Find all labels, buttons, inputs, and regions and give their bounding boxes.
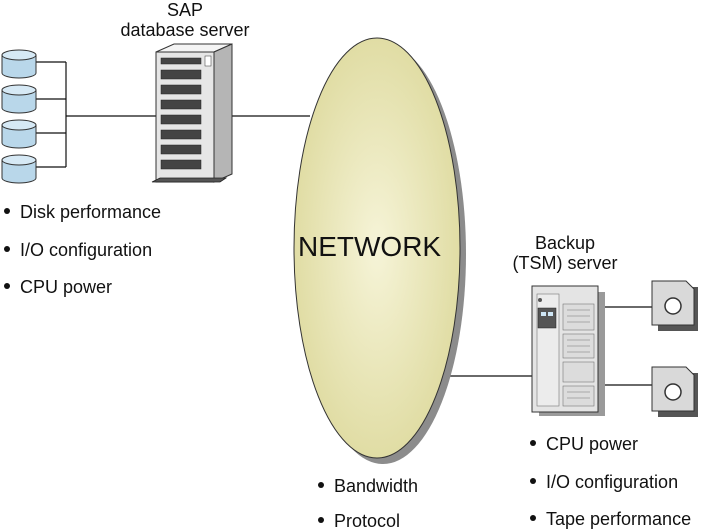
backup-bullet-2: I/O configuration: [530, 472, 678, 492]
bullet-icon: [318, 517, 324, 524]
sap-server-title-line2: database server: [120, 20, 250, 40]
disk-icon: [1, 154, 37, 184]
connection-lines: [36, 61, 655, 386]
network-bullet-1: Bandwidth: [318, 476, 418, 496]
bullet-icon: [530, 478, 536, 485]
bullet-icon: [4, 283, 10, 290]
backup-bullet-text: Tape performance: [546, 509, 692, 529]
tape-drive-icon: [651, 280, 698, 331]
disk-icon: [1, 119, 37, 149]
bullet-icon: [318, 482, 324, 489]
disk-stack: [1, 49, 37, 184]
bullet-icon: [4, 246, 10, 253]
network-cloud: [293, 37, 466, 464]
backup-bullet-1: CPU power: [530, 434, 638, 454]
backup-bullet-text: I/O configuration: [546, 472, 679, 492]
sap-bullet-text: Disk performance: [20, 202, 162, 222]
bullet-icon: [530, 515, 536, 522]
network-label: NETWORK: [298, 231, 442, 262]
sap-bullet-1: Disk performance: [4, 202, 161, 222]
network-bullet-text: Protocol: [334, 511, 401, 531]
sap-bullet-text: CPU power: [20, 277, 113, 297]
backup-server-title-line2: (TSM) server: [512, 253, 618, 273]
backup-server-icon: [531, 285, 605, 416]
backup-bullet-text: CPU power: [546, 434, 639, 454]
bullet-icon: [4, 208, 10, 215]
bullet-icon: [530, 440, 536, 447]
disk-icon: [1, 49, 37, 79]
sap-server-title-line1: SAP: [166, 0, 204, 20]
sap-server-icon: [151, 43, 233, 183]
disk-icon: [1, 84, 37, 114]
sap-bullet-3: CPU power: [4, 277, 112, 297]
sap-bullet-2: I/O configuration: [4, 240, 152, 260]
backup-server-title-line1: Backup: [534, 233, 596, 253]
network-bullet-2: Protocol: [318, 511, 400, 531]
sap-server-title: SAP database server: [100, 0, 270, 40]
backup-server-title: Backup (TSM) server: [490, 233, 640, 273]
tape-drive-icon: [651, 366, 698, 417]
sap-bullet-text: I/O configuration: [20, 240, 153, 260]
network-bullet-text: Bandwidth: [334, 476, 419, 496]
backup-bullet-3: Tape performance: [530, 509, 691, 529]
